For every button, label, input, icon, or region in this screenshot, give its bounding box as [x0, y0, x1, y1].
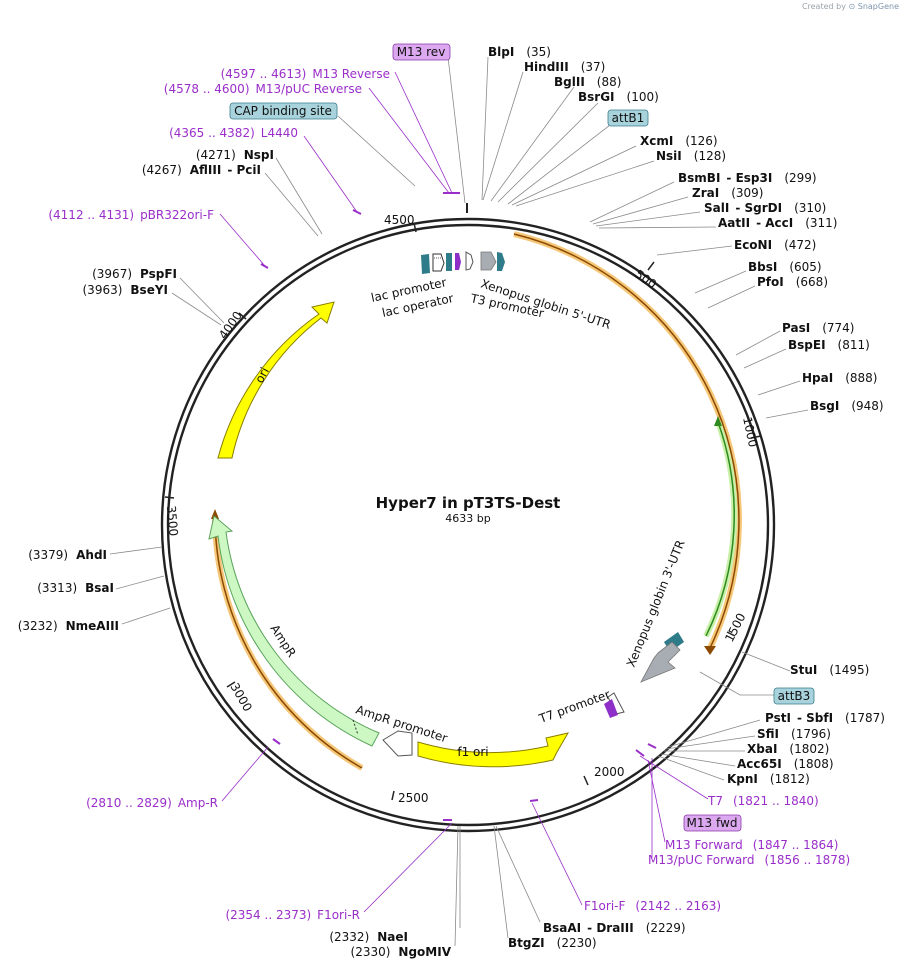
site-bsgi: BsgI(948) — [810, 399, 884, 413]
feature-label-t7-promoter: T7 promoter — [536, 687, 612, 726]
site-leaders — [109, 56, 809, 947]
site-stui: StuI(1495) — [790, 663, 869, 677]
site-nsii: NsiI(128) — [656, 149, 726, 163]
site-labels-left: (4271)NspI (4267)AflIII- PciI (3967)PspF… — [18, 148, 452, 959]
site-nmeaiii: (3232)NmeAIII — [18, 619, 119, 633]
gene-track-right — [513, 231, 742, 655]
site-zrai: ZraI(309) — [692, 186, 763, 200]
gene-track-right-arrow-icon — [704, 646, 716, 655]
primer-amp-r: (2810 .. 2829)Amp-R — [86, 796, 218, 810]
feature-t7-promoter: T7 promoter — [536, 687, 625, 726]
box-cap-binding-site: CAP binding site — [229, 102, 338, 120]
site-nspi: (4271)NspI — [196, 148, 274, 162]
feature-lac-cluster: lac promoter lac operator T3 promoter Xe… — [370, 251, 612, 332]
box-m13-rev: M13 rev — [392, 43, 451, 61]
site-hpai: HpaI(888) — [802, 371, 877, 385]
primer-pbr322ori-f: (4112 .. 4131)pBR322ori-F — [48, 208, 214, 222]
plasmid-name: Hyper7 in pT3TS-Dest — [376, 494, 561, 512]
backbone — [160, 217, 776, 833]
site-btgzi: BtgZI(2230) — [508, 936, 597, 950]
gene-track-left-arrow-icon — [211, 509, 219, 519]
site-blpi: BlpI(35) — [488, 45, 551, 59]
site-ahdi: (3379)AhdI — [28, 548, 107, 562]
box-label-cap: CAP binding site — [234, 104, 332, 118]
site-acc65i: Acc65I(1808) — [737, 757, 834, 771]
feature-ori: ori — [217, 301, 335, 459]
utr3-track-arrow-icon — [714, 416, 722, 426]
primer-m13-puc-forward: M13/pUC Forward(1856 .. 1878) — [648, 853, 850, 867]
box-attb1: attB1 — [607, 109, 649, 127]
primer-m13-reverse: (4597 .. 4613)M13 Reverse — [221, 67, 390, 81]
site-pasi: PasI(774) — [782, 321, 854, 335]
snapgene-logo: ⊙ SnapGene — [848, 2, 900, 11]
site-bsai: (3313)BsaI — [37, 581, 114, 595]
plasmid-length: 4633 bp — [445, 512, 490, 525]
site-bsaai-draiii: BsaAI- DraIII(2229) — [543, 921, 686, 935]
site-psti-sbfi: PstI- SbfI(1787) — [765, 711, 885, 725]
site-hindiii: HindIII(37) — [524, 60, 605, 74]
box-m13-fwd: M13 fwd — [683, 814, 742, 832]
site-sfii: SfiI(1796) — [757, 727, 831, 741]
primer-f1ori-r: (2354 .. 2373)F1ori-R — [225, 908, 360, 922]
primer-m13-forward: M13 Forward(1847 .. 1864) — [665, 838, 838, 852]
site-bsrgi: BsrGI(100) — [578, 90, 659, 104]
feature-utr3: Xenopus globin 3'-UTR — [624, 538, 688, 683]
tick-label-2500: 2500 — [398, 791, 429, 805]
site-ngomiv: (2330)NgoMIV — [351, 945, 452, 959]
feature-f1-ori: f1 ori — [417, 732, 570, 768]
site-afliii-pcii: (4267)AflIII- PciI — [142, 163, 261, 177]
credit-brand: SnapGene — [857, 2, 899, 11]
site-econi: EcoNI(472) — [734, 238, 816, 252]
tick-label-4500: 4500 — [384, 213, 415, 227]
site-pspfi: (3967)PspFI — [92, 267, 177, 281]
site-bsmbi-esp3i: BsmBI- Esp3I(299) — [678, 171, 817, 185]
box-label-attb1: attB1 — [612, 111, 645, 125]
site-sali-sgrdi: SalI- SgrDI(310) — [704, 201, 826, 215]
site-bseyi: (3963)BseYI — [83, 283, 169, 297]
box-attb3: attB3 — [773, 687, 815, 705]
box-label-m13-fwd: M13 fwd — [687, 816, 738, 830]
site-bglii: BglII(88) — [554, 75, 621, 89]
box-label-m13-rev: M13 rev — [397, 45, 446, 59]
site-labels-right: BlpI(35) HindIII(37) BglII(88) BsrGI(100… — [488, 45, 885, 950]
tick-label-3500: 3500 — [164, 505, 181, 537]
box-label-attb3: attB3 — [778, 689, 811, 703]
plasmid-title: Hyper7 in pT3TS-Dest 4633 bp — [376, 494, 561, 525]
primer-labels: (4597 .. 4613)M13 Reverse (4578 .. 4600)… — [48, 67, 850, 922]
site-xbai: XbaI(1802) — [747, 742, 829, 756]
primer-t7: T7(1821 .. 1840) — [707, 794, 819, 808]
site-pfoi: PfoI(668) — [757, 275, 828, 289]
site-bbsi: BbsI(605) — [748, 260, 822, 274]
snapgene-credit: Created by ⊙ SnapGene — [802, 2, 899, 11]
gene-track-left — [211, 509, 364, 771]
primer-f1ori-f: F1ori-F(2142 .. 2163) — [584, 899, 721, 913]
feature-label-ori: ori — [252, 365, 272, 385]
site-naei: (2332)NaeI — [329, 930, 408, 944]
tick-label-2000: 2000 — [594, 765, 625, 779]
credit-prefix: Created by — [801, 2, 846, 11]
primer-leaders — [219, 71, 709, 913]
utr3-track — [703, 416, 738, 638]
site-xcmi: XcmI(126) — [640, 134, 718, 148]
primer-l4440: (4365 .. 4382)L4440 — [169, 126, 298, 140]
site-aatii-acci: AatII- AccI(311) — [718, 216, 838, 230]
tick-label-1000: 1000 — [740, 416, 760, 449]
site-kpni: KpnI(1812) — [727, 772, 810, 786]
feature-label-f1-ori: f1 ori — [457, 745, 488, 759]
site-bspei: BspEI(811) — [788, 338, 870, 352]
primer-m13-puc-reverse: (4578 .. 4600)M13/pUC Reverse — [164, 82, 362, 96]
